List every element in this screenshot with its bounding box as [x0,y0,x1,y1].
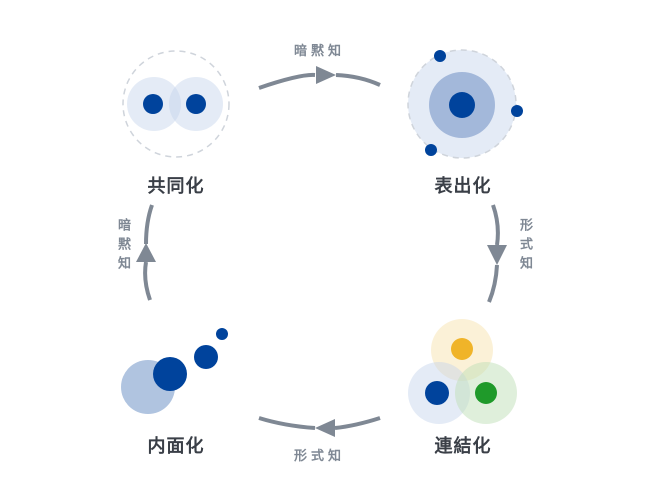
flow-label-bottom: 形式知 [294,449,346,464]
flow-label-right: 形式知 [517,218,532,275]
arrow-top [258,72,381,90]
internalization-icon [121,328,228,414]
stage-socialization: 共同化 [147,176,205,197]
arrowhead-down-icon [487,245,507,265]
externalization-icon [407,49,523,159]
arrowhead-right-icon [316,66,336,84]
stage-externalization: 表出化 [434,176,492,197]
combination-icon [408,319,517,424]
flow-label-top: 暗黙知 [294,44,346,59]
arrowhead-left-icon [315,419,335,437]
socialization-icon [122,50,230,158]
arrowhead-up-icon [136,243,156,262]
arrow-bottom [258,416,381,430]
stage-combination: 連結化 [434,436,492,457]
arrow-right [487,204,500,303]
stage-internalization: 内面化 [147,436,205,457]
arrow-left [143,204,154,301]
flow-label-left: 暗黙知 [115,218,130,275]
